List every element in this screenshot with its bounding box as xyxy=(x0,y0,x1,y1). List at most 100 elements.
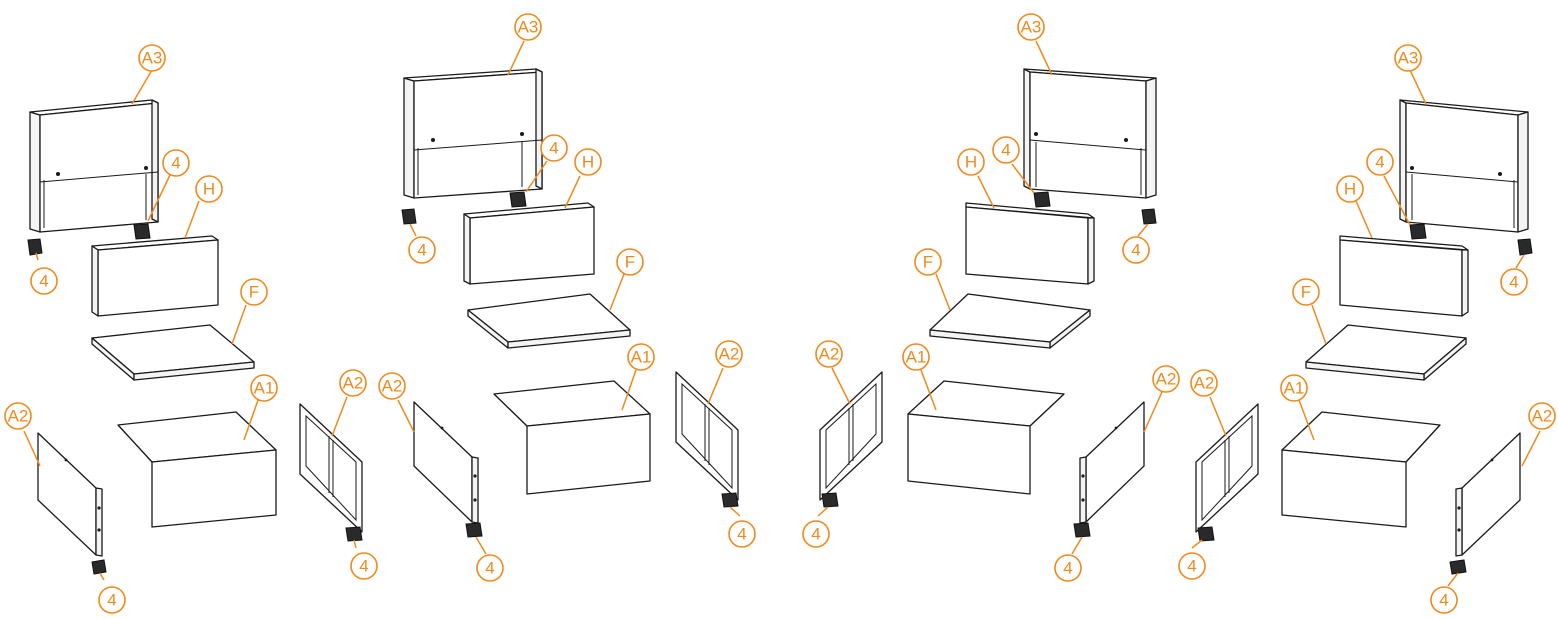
callout-a2: A2 xyxy=(4,402,32,430)
callout-label: 4 xyxy=(485,559,494,578)
callout-a1: A1 xyxy=(250,374,278,402)
callout-label: A1 xyxy=(631,348,652,367)
part-back-panel xyxy=(29,99,159,233)
callout-h: H xyxy=(957,148,985,176)
part-base-box xyxy=(1281,411,1441,528)
foot-part xyxy=(721,492,739,508)
part-side-panel xyxy=(37,432,103,557)
callout-label: H xyxy=(203,180,215,199)
part-front-rail xyxy=(965,202,1095,285)
foot-part xyxy=(465,522,483,538)
callout-label: A1 xyxy=(1284,379,1305,398)
callout-label: A2 xyxy=(1156,370,1177,389)
callout-label: A2 xyxy=(382,377,403,396)
callout-4: 4 xyxy=(992,136,1020,164)
part-side-frame xyxy=(675,371,739,501)
foot-part xyxy=(821,492,839,508)
callout-4: 4 xyxy=(728,520,756,548)
callout-label: A2 xyxy=(1532,407,1553,426)
callout-label: 4 xyxy=(737,525,746,544)
part-side-panel xyxy=(413,401,479,524)
foot-part xyxy=(345,526,363,542)
callout-a3: A3 xyxy=(1017,13,1045,41)
callout-a3: A3 xyxy=(514,13,542,41)
callout-a3: A3 xyxy=(138,44,166,72)
foot-part xyxy=(1141,208,1157,225)
callout-label: 4 xyxy=(417,241,426,260)
part-seat-board xyxy=(91,324,255,381)
callout-a1: A1 xyxy=(627,343,655,371)
callout-label: H xyxy=(582,153,594,172)
callout-label: A3 xyxy=(142,49,163,68)
callout-4: 4 xyxy=(1430,586,1458,614)
callout-a2: A2 xyxy=(339,369,367,397)
callout-label: 4 xyxy=(811,525,820,544)
part-base-box xyxy=(493,380,651,495)
callout-label: A1 xyxy=(906,348,927,367)
part-seat-board xyxy=(467,293,631,349)
foot-part xyxy=(1073,522,1091,538)
part-seat-board xyxy=(929,293,1091,349)
callout-label: A3 xyxy=(1021,18,1042,37)
callout-4: 4 xyxy=(350,552,378,580)
callout-4: 4 xyxy=(802,520,830,548)
callout-h: H xyxy=(195,175,223,203)
callout-f: F xyxy=(1292,278,1320,306)
callout-label: 4 xyxy=(1001,141,1010,160)
callout-a2: A2 xyxy=(1152,365,1180,393)
foot-part xyxy=(1517,238,1533,256)
callout-label: 4 xyxy=(107,591,116,610)
callout-h: H xyxy=(574,148,602,176)
callout-label: 4 xyxy=(1187,557,1196,576)
callouts: A3 4 H 4 F A1 A2 A2 4 4 A3 4 H 4 F A1 A2… xyxy=(4,13,1556,614)
callout-4: 4 xyxy=(1366,148,1394,176)
callout-label: A1 xyxy=(254,379,275,398)
callout-label: F xyxy=(923,253,933,272)
callout-label: 4 xyxy=(1439,591,1448,610)
part-back-panel xyxy=(1399,99,1529,233)
callout-label: A2 xyxy=(8,407,29,426)
foot-part xyxy=(133,223,151,240)
leader-lines xyxy=(23,40,1541,587)
part-side-panel xyxy=(1079,401,1145,524)
part-side-frame xyxy=(1195,403,1259,533)
callout-a2: A2 xyxy=(715,340,743,368)
part-base-box xyxy=(907,380,1065,495)
callout-label: A2 xyxy=(719,345,740,364)
callout-label: A3 xyxy=(518,18,539,37)
part-side-panel xyxy=(1455,432,1521,557)
callout-f: F xyxy=(240,278,268,306)
foot-part xyxy=(27,238,43,256)
callout-label: F xyxy=(625,253,635,272)
module-2 xyxy=(401,68,739,538)
callout-label: 4 xyxy=(1509,273,1518,292)
callout-label: 4 xyxy=(549,139,558,158)
callout-label: 4 xyxy=(359,557,368,576)
foot-part xyxy=(1449,559,1467,575)
callout-a1: A1 xyxy=(902,343,930,371)
callout-label: F xyxy=(1301,283,1311,302)
foot-part xyxy=(1409,223,1427,240)
callout-4: 4 xyxy=(540,134,568,162)
part-front-rail xyxy=(91,235,219,317)
callout-a1: A1 xyxy=(1280,374,1308,402)
callout-label: 4 xyxy=(1063,559,1072,578)
part-side-frame xyxy=(819,371,883,501)
callout-label: A2 xyxy=(819,345,840,364)
callout-a2: A2 xyxy=(815,340,843,368)
callout-a2: A2 xyxy=(378,372,406,400)
callout-4: 4 xyxy=(1122,236,1150,264)
part-front-rail xyxy=(1339,235,1469,317)
callout-label: 4 xyxy=(1131,241,1140,260)
callout-a3: A3 xyxy=(1394,44,1422,72)
module-3 xyxy=(819,68,1157,538)
callout-4: 4 xyxy=(1054,554,1082,582)
callout-label: A2 xyxy=(1194,374,1215,393)
callout-label: 4 xyxy=(171,154,180,173)
callout-f: F xyxy=(914,248,942,276)
foot-part xyxy=(1197,526,1215,542)
foot-part xyxy=(509,191,527,208)
module-1 xyxy=(27,99,363,575)
part-front-rail xyxy=(463,202,595,285)
callout-4: 4 xyxy=(1500,268,1528,296)
